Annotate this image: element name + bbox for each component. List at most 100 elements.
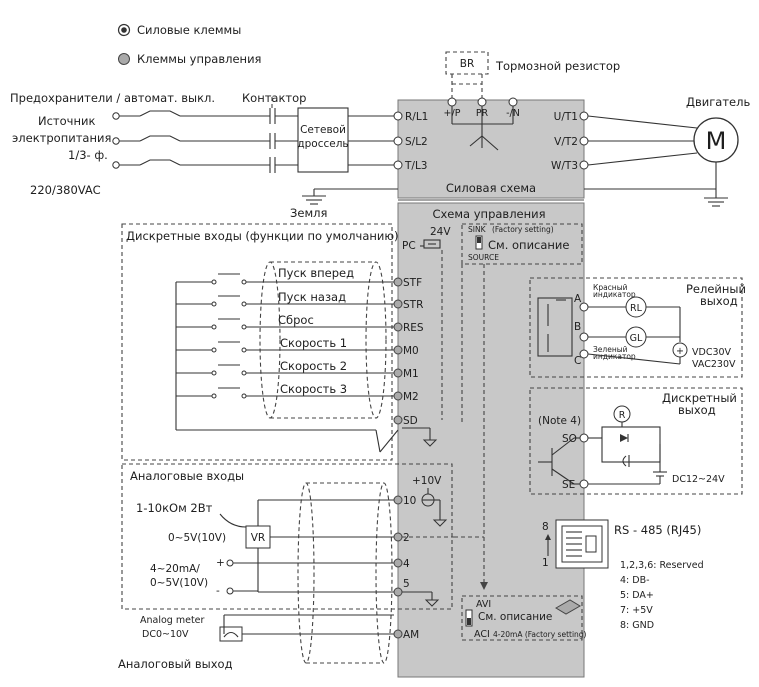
meter-label-2: DC0~10V bbox=[142, 629, 189, 640]
power-section-title: Силовая схема bbox=[446, 181, 536, 195]
contactor-label: Контактор bbox=[242, 91, 306, 105]
rs485-pin-8: 8: GND bbox=[620, 620, 654, 631]
rs485-pin-5: 5: DA+ bbox=[620, 590, 654, 601]
control-section-title: Схема управления bbox=[432, 207, 545, 221]
relay-contacts: A B C Красный индикатор Зеленый индикато… bbox=[537, 283, 736, 370]
source-label-line2: электропитания bbox=[12, 131, 111, 145]
relay-supply-v2: VAC230V bbox=[692, 359, 736, 370]
pc-label: PC bbox=[402, 240, 416, 252]
digital-output-title-1: Дискретный bbox=[662, 391, 737, 405]
supply-line-l1 bbox=[112, 108, 394, 124]
analog-inputs-title: Аналоговые входы bbox=[130, 469, 244, 483]
di-row-stf: Пуск вперед STF bbox=[176, 266, 422, 289]
motor: Двигатель M bbox=[584, 95, 750, 207]
power-bridge-symbol bbox=[451, 106, 514, 151]
supply-line-l2 bbox=[112, 133, 394, 149]
relay-title-2: выход bbox=[700, 294, 738, 308]
potentiometer-vr: VR bbox=[219, 499, 398, 593]
twisted-pair-left bbox=[259, 261, 281, 419]
motor-symbol: M bbox=[706, 127, 727, 155]
gl-label: GL bbox=[630, 333, 643, 344]
legend: Силовые клеммы Клеммы управления bbox=[117, 23, 261, 66]
source-label-line1: Источник bbox=[38, 114, 95, 128]
terminal-r bbox=[393, 111, 403, 121]
relay-terminal-a: A bbox=[574, 293, 582, 305]
meter-label-1: Analog meter bbox=[140, 615, 205, 626]
sink-see-description: См. описание bbox=[488, 238, 569, 252]
terminal-n bbox=[508, 97, 518, 107]
terminal-stf: STF bbox=[403, 277, 422, 289]
terminal-u-label: U/T1 bbox=[554, 111, 578, 123]
brake-resistor-box bbox=[445, 51, 489, 75]
digital-inputs-title: Дискретные входы (функции по умолчанию) bbox=[126, 229, 399, 243]
sink-source-switch: SINK (Factory setting) См. описание SOUR… bbox=[461, 223, 583, 265]
analog-output-label: Аналоговый выход bbox=[118, 657, 233, 671]
vr-label: VR bbox=[251, 532, 265, 544]
pc-voltage: 24V bbox=[430, 226, 451, 238]
terminal-r-label: R/L1 bbox=[405, 111, 428, 123]
analog-voltage-range: 0~5V(10V) bbox=[168, 532, 226, 544]
terminal-m1: M1 bbox=[403, 368, 419, 380]
source-label-line3: 1/3- ф. bbox=[68, 148, 108, 162]
ground-label: Земля bbox=[290, 206, 327, 220]
aci-note: 4-20mA (Factory setting) bbox=[493, 630, 587, 639]
di-label-m0: Скорость 1 bbox=[280, 336, 347, 350]
terminal-4: 4 bbox=[403, 558, 410, 570]
legend-control-label: Клеммы управления bbox=[137, 52, 261, 66]
di-label-str: Пуск назад bbox=[278, 290, 346, 304]
ground-symbol: Земля bbox=[290, 188, 398, 220]
supply-voltage: 220/380VAC bbox=[30, 183, 101, 197]
analog-current-input: 4~20mA/ 0~5V(10V) + - bbox=[150, 557, 398, 597]
line-reactor-box bbox=[297, 107, 349, 173]
power-terminal-dot bbox=[121, 27, 127, 33]
terminal-w bbox=[579, 160, 589, 170]
green-indicator-1: Зеленый bbox=[593, 345, 628, 354]
red-indicator-2: индикатор bbox=[593, 290, 636, 299]
digital-output-box bbox=[529, 387, 743, 495]
line-reactor-label-1: Сетевой bbox=[300, 124, 346, 136]
terminal-m0: M0 bbox=[403, 345, 419, 357]
di-label-res: Сброс bbox=[278, 313, 314, 327]
current-range-line1: 4~20mA/ bbox=[150, 563, 200, 575]
di-common-sd: SD bbox=[393, 415, 438, 447]
brake-resistor-code: BR bbox=[460, 58, 475, 70]
analog-meter-icon bbox=[219, 626, 243, 642]
terminal-s bbox=[393, 136, 403, 146]
avi-label: AVI bbox=[476, 599, 491, 610]
di-label-m2: Скорость 3 bbox=[280, 382, 347, 396]
relay-supply-plus: + bbox=[676, 346, 684, 357]
analog-terminals: +10V 10 2 4 5 bbox=[393, 475, 484, 607]
terminal-str: STR bbox=[403, 299, 423, 311]
supply-lines bbox=[112, 96, 394, 173]
terminal-w-label: W/T3 bbox=[551, 160, 578, 172]
di-row-res: Сброс RES bbox=[176, 313, 424, 334]
terminal-pr bbox=[477, 97, 487, 107]
rs485-label: RS - 485 (RJ45) bbox=[614, 523, 701, 537]
terminal-sd: SD bbox=[403, 415, 418, 427]
digital-output-title-2: выход bbox=[678, 403, 716, 417]
digital-output-note: (Note 4) bbox=[538, 415, 581, 427]
line-reactor-label-2: дроссель bbox=[297, 138, 348, 150]
brake-resistor-label: Тормозной резистор bbox=[495, 59, 620, 73]
rs485-pin-top: 8 bbox=[542, 521, 549, 533]
pot-label: 1-10кОм 2Вт bbox=[136, 501, 213, 515]
rs485-pin-7: 7: +5V bbox=[620, 605, 653, 616]
analog-pair-left bbox=[297, 482, 315, 664]
output-relay-label: R bbox=[619, 410, 626, 421]
aci-see-description: См. описание bbox=[478, 611, 552, 623]
relay-terminal-c: C bbox=[574, 355, 581, 367]
di-label-stf: Пуск вперед bbox=[278, 266, 354, 280]
terminal-v bbox=[579, 136, 589, 146]
open-collector-output: SO SE R DC12~24V bbox=[538, 405, 725, 491]
factory-setting-label: (Factory setting) bbox=[492, 225, 554, 234]
analog-output: Analog meter DC0~10V AM Аналоговый выход bbox=[118, 614, 419, 671]
di-row-str: Пуск назад STR bbox=[176, 290, 423, 311]
rl-label: RL bbox=[630, 303, 643, 314]
rs485-pin-reserved: 1,2,3,6: Reserved bbox=[620, 560, 704, 571]
digital-inputs-box bbox=[121, 223, 393, 461]
rs485-pin-bottom: 1 bbox=[542, 557, 549, 569]
motor-label: Двигатель bbox=[686, 95, 750, 109]
terminal-s-label: S/L2 bbox=[405, 136, 428, 148]
terminal-t-label: T/L3 bbox=[404, 160, 427, 172]
pc-24v-supply: 24V PC bbox=[402, 226, 451, 252]
